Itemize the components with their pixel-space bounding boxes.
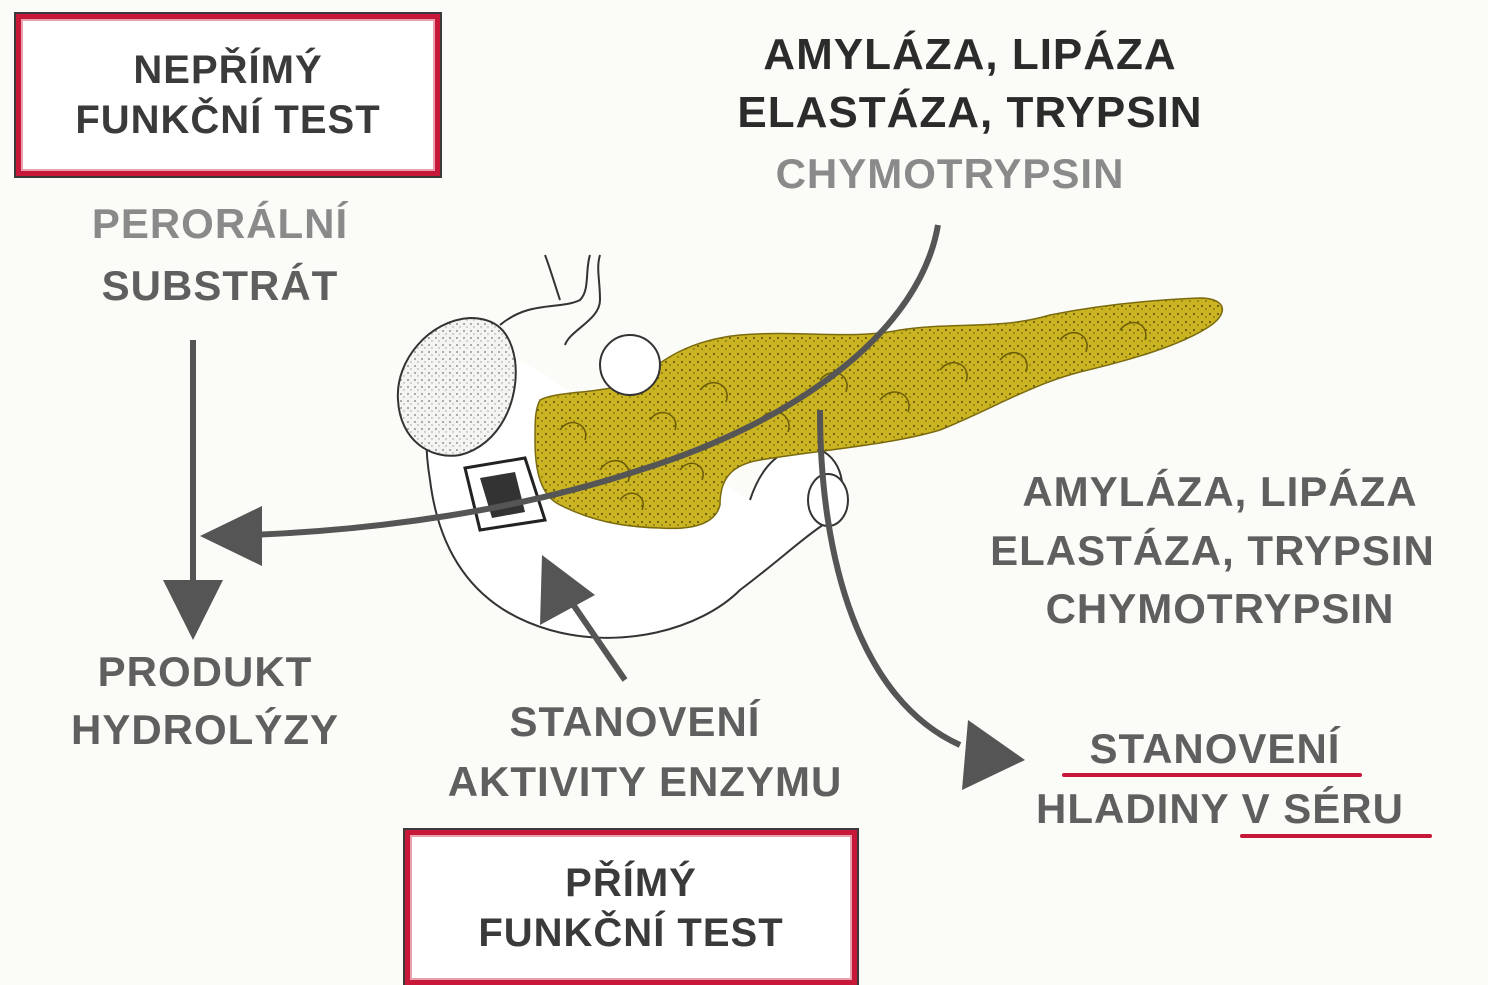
top-enzymes-line3: CHYMOTRYPSIN — [720, 150, 1180, 198]
serum-level-underline1 — [1062, 773, 1362, 777]
right-enzymes-line3: CHYMOTRYPSIN — [990, 585, 1450, 633]
serum-arrowhead — [962, 720, 1025, 790]
hydrolysis-product-line1: PRODUKT — [40, 648, 370, 696]
oral-substrate-line1: PERORÁLNÍ — [40, 200, 400, 248]
indirect-test-line2: FUNKČNÍ TEST — [75, 95, 380, 145]
bile-duct — [565, 255, 600, 345]
bile-duct — [500, 255, 590, 325]
serum-level-line2a: HLADINY — [1036, 785, 1242, 832]
indirect-test-box: NEPŘÍMÝ FUNKČNÍ TEST — [16, 14, 440, 176]
vessel-ring — [600, 335, 660, 395]
duct-arrowhead — [200, 506, 262, 566]
enzyme-activity-line1: STANOVENÍ — [470, 698, 800, 746]
serum-level-underline2 — [1240, 834, 1432, 838]
direct-test-box: PŘÍMÝ FUNKČNÍ TEST — [405, 830, 857, 985]
serum-level-line1: STANOVENÍ — [1055, 725, 1375, 773]
enzyme-activity-line2: AKTIVITY ENZYMU — [400, 758, 890, 806]
top-enzymes-line2: ELASTÁZA, TRYPSIN — [680, 88, 1260, 138]
direct-test-line2: FUNKČNÍ TEST — [478, 908, 783, 958]
indirect-test-line1: NEPŘÍMÝ — [133, 45, 322, 95]
direct-test-line1: PŘÍMÝ — [565, 858, 697, 908]
right-enzymes-line2: ELASTÁZA, TRYPSIN — [940, 527, 1485, 575]
top-enzymes-line1: AMYLÁZA, LIPÁZA — [700, 30, 1240, 80]
right-enzymes-line1: AMYLÁZA, LIPÁZA — [960, 468, 1480, 516]
serum-level-line2: HLADINY V SÉRU — [990, 785, 1450, 833]
hydrolysis-product-line2: HYDROLÝZY — [40, 706, 370, 754]
serum-arrow-line — [820, 410, 960, 745]
oral-substrate-line2: SUBSTRÁT — [40, 262, 400, 310]
bile-duct — [545, 255, 560, 300]
serum-level-line2b: V SÉRU — [1242, 785, 1404, 832]
substrate-arrowhead — [163, 580, 223, 640]
